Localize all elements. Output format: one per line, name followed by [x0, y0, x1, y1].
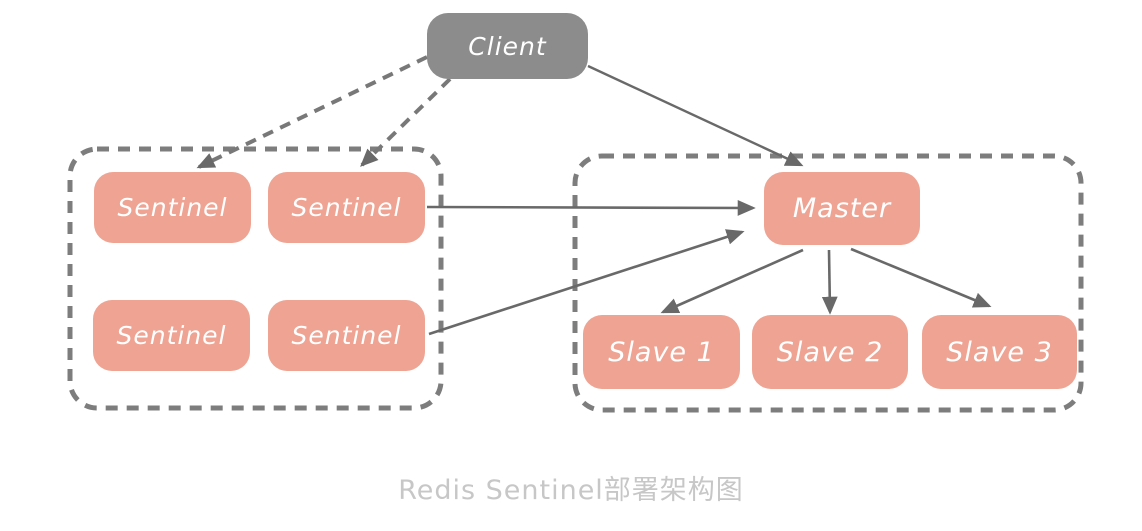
slave-node-3: Slave 3 — [922, 315, 1077, 389]
edge-master-slave-3 — [850, 247, 992, 308]
sentinel-group-container — [67, 146, 444, 411]
edge-client-sentinel-2 — [360, 77, 452, 167]
edge-sentinel-4-master — [428, 229, 745, 336]
slave-node-2-label: Slave 2 — [776, 336, 884, 368]
client-node-label: Client — [468, 31, 547, 61]
sentinel-node-2-label: Sentinel — [291, 193, 402, 222]
sentinel-node-3-label: Sentinel — [116, 321, 227, 350]
master-node-label: Master — [792, 193, 892, 224]
sentinel-node-4-label: Sentinel — [291, 321, 402, 350]
sentinel-node-2: Sentinel — [268, 172, 425, 243]
sentinel-node-1: Sentinel — [94, 172, 251, 243]
master-node: Master — [764, 172, 920, 245]
edge-client-master — [587, 64, 804, 167]
sentinel-node-4: Sentinel — [268, 300, 425, 371]
slave-node-3-label: Slave 3 — [946, 336, 1053, 368]
client-node: Client — [427, 13, 588, 79]
edge-master-slave-2 — [821, 249, 838, 315]
slave-node-1-label: Slave 1 — [608, 336, 715, 368]
slave-node-1: Slave 1 — [583, 315, 740, 389]
sentinel-node-1-label: Sentinel — [117, 193, 228, 222]
diagram-caption: Redis Sentinel部署架构图 — [398, 475, 744, 506]
sentinel-node-3: Sentinel — [93, 300, 250, 371]
slave-node-2: Slave 2 — [752, 315, 908, 389]
edge-sentinel-2-master — [426, 200, 756, 216]
edge-master-slave-1 — [660, 248, 804, 314]
edge-client-sentinel-1 — [196, 55, 428, 169]
master-group-container — [572, 153, 1084, 413]
